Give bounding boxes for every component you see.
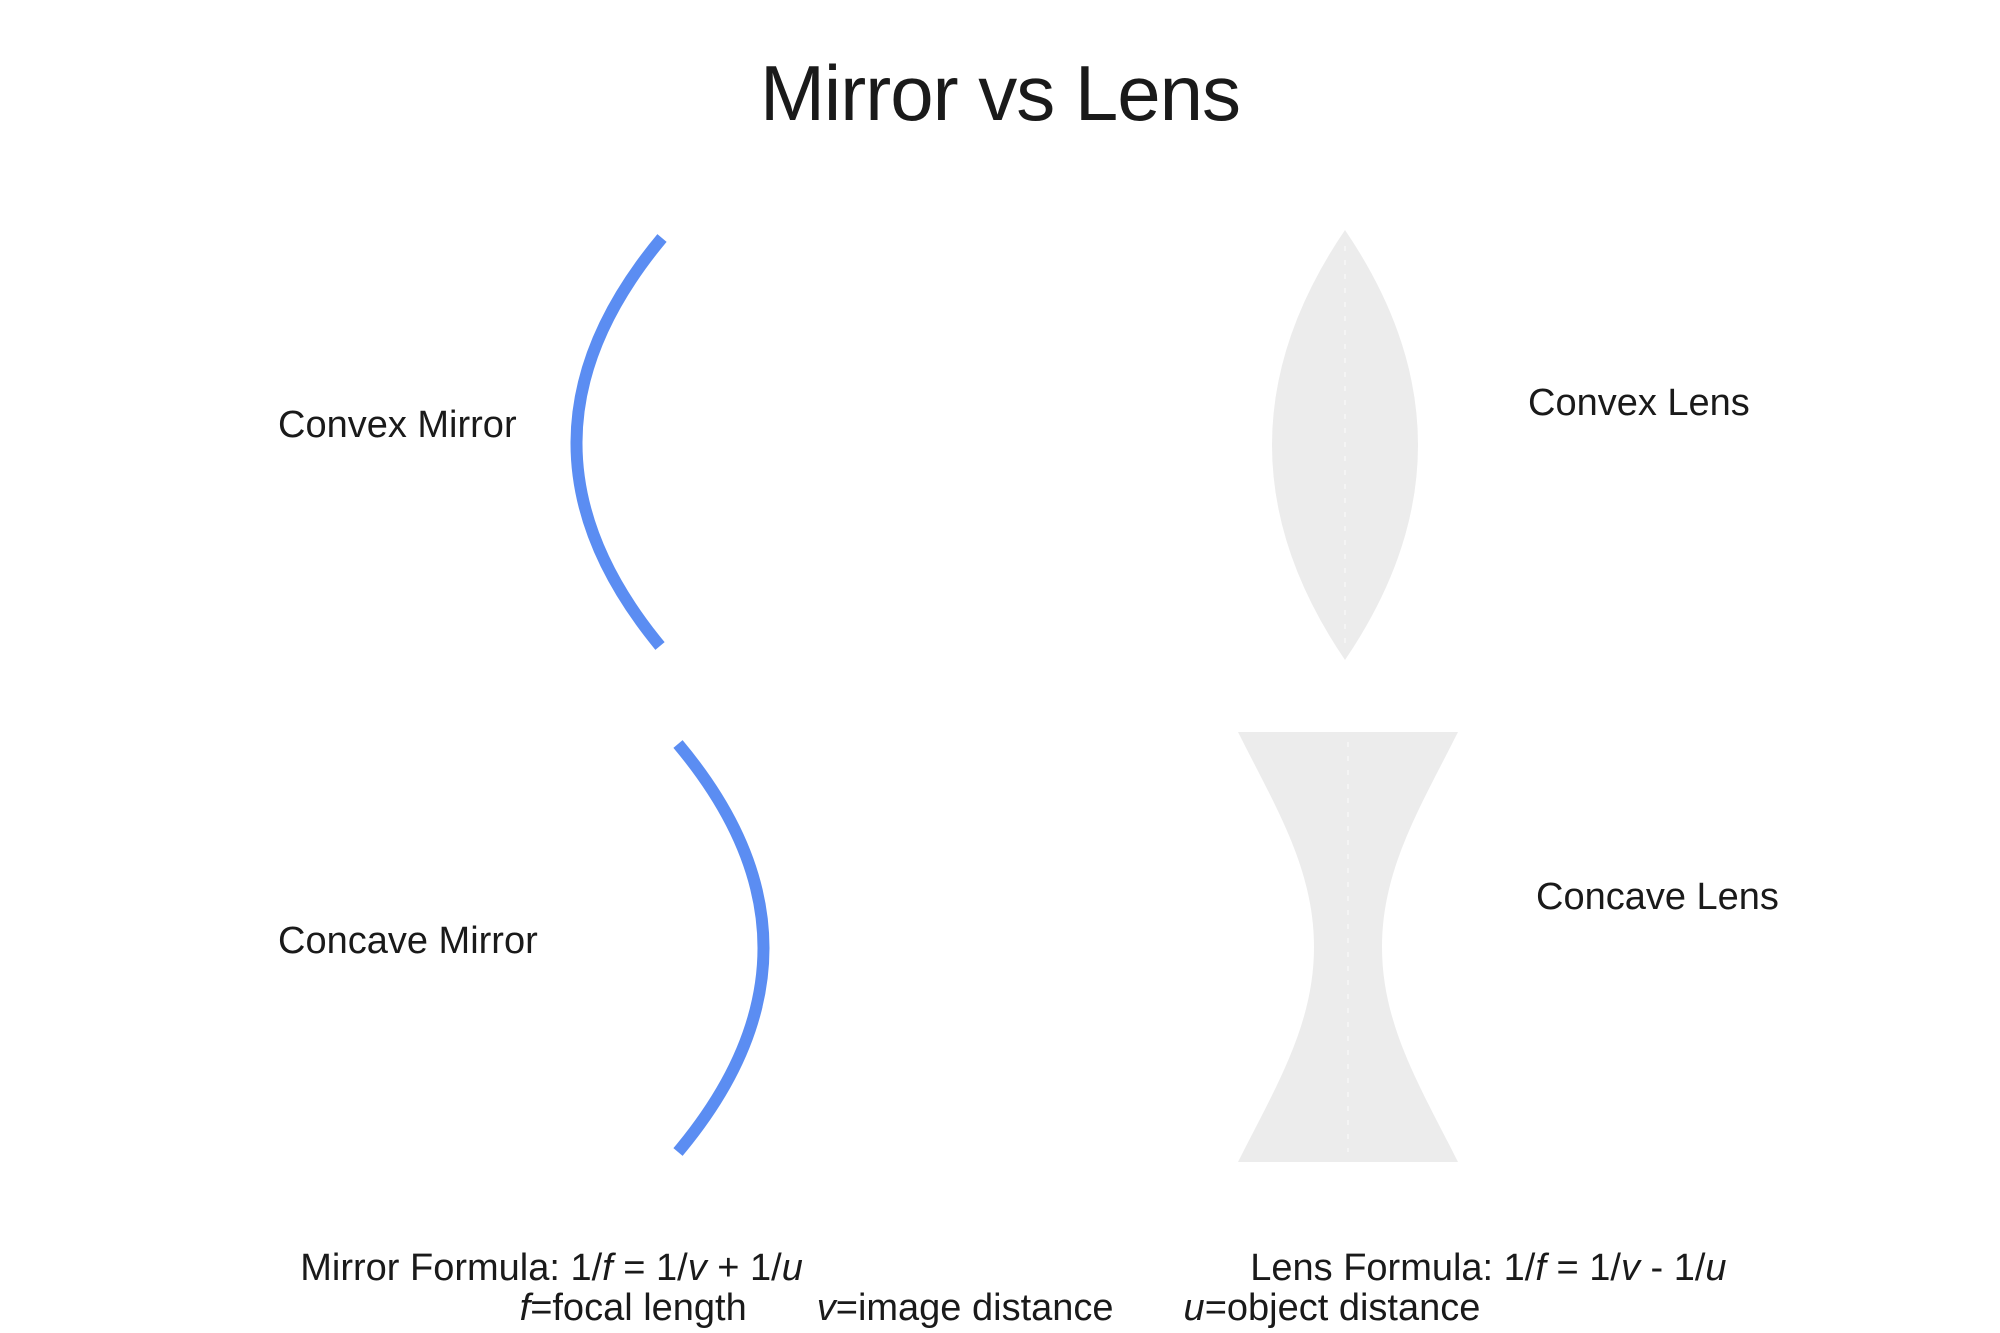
mirror-formula-eq: = 1/ — [612, 1247, 688, 1289]
convex-mirror-label: Convex Mirror — [278, 404, 517, 446]
mirror-formula-var-f: f — [602, 1247, 613, 1289]
mirror-formula: Mirror Formula: 1/f = 1/v + 1/u — [258, 1204, 803, 1333]
lens-formula: Lens Formula: 1/f = 1/v - 1/u — [1208, 1204, 1727, 1333]
lens-formula-var-v: v — [1620, 1247, 1640, 1289]
legend-item-v: v=image distance — [817, 1287, 1114, 1330]
legend-item-f: f=focal length — [520, 1287, 747, 1330]
convex-lens-label: Convex Lens — [1528, 382, 1750, 424]
legend-desc-v: =image distance — [835, 1287, 1114, 1329]
legend-item-u: u=object distance — [1184, 1287, 1481, 1330]
mirror-formula-prefix: Mirror Formula: 1/ — [300, 1247, 603, 1289]
legend-desc-f: =focal length — [530, 1287, 747, 1329]
lens-formula-eq: = 1/ — [1545, 1247, 1621, 1289]
page-title: Mirror vs Lens — [759, 49, 1241, 137]
legend-var-f: f — [519, 1287, 531, 1329]
lens-formula-var-u: u — [1705, 1247, 1727, 1289]
concave-mirror-label: Concave Mirror — [278, 920, 538, 962]
symbol-legend: f=focal length v=image distance u=object… — [0, 1287, 2000, 1330]
convex-mirror-shape — [570, 234, 667, 650]
concave-mirror-shape — [673, 740, 770, 1156]
mirror-formula-var-u: u — [781, 1247, 803, 1289]
mirror-formula-op: + 1/ — [706, 1247, 782, 1289]
legend-desc-u: =object distance — [1204, 1287, 1481, 1329]
lens-formula-prefix: Lens Formula: 1/ — [1250, 1247, 1536, 1289]
concave-lens-label: Concave Lens — [1536, 876, 1779, 918]
lens-formula-var-f: f — [1535, 1247, 1546, 1289]
concave-lens-shape — [1238, 732, 1458, 1162]
legend-var-u: u — [1183, 1287, 1205, 1329]
legend-var-v: v — [816, 1287, 836, 1329]
mirror-formula-var-v: v — [687, 1247, 707, 1289]
lens-formula-op: - 1/ — [1639, 1247, 1706, 1289]
